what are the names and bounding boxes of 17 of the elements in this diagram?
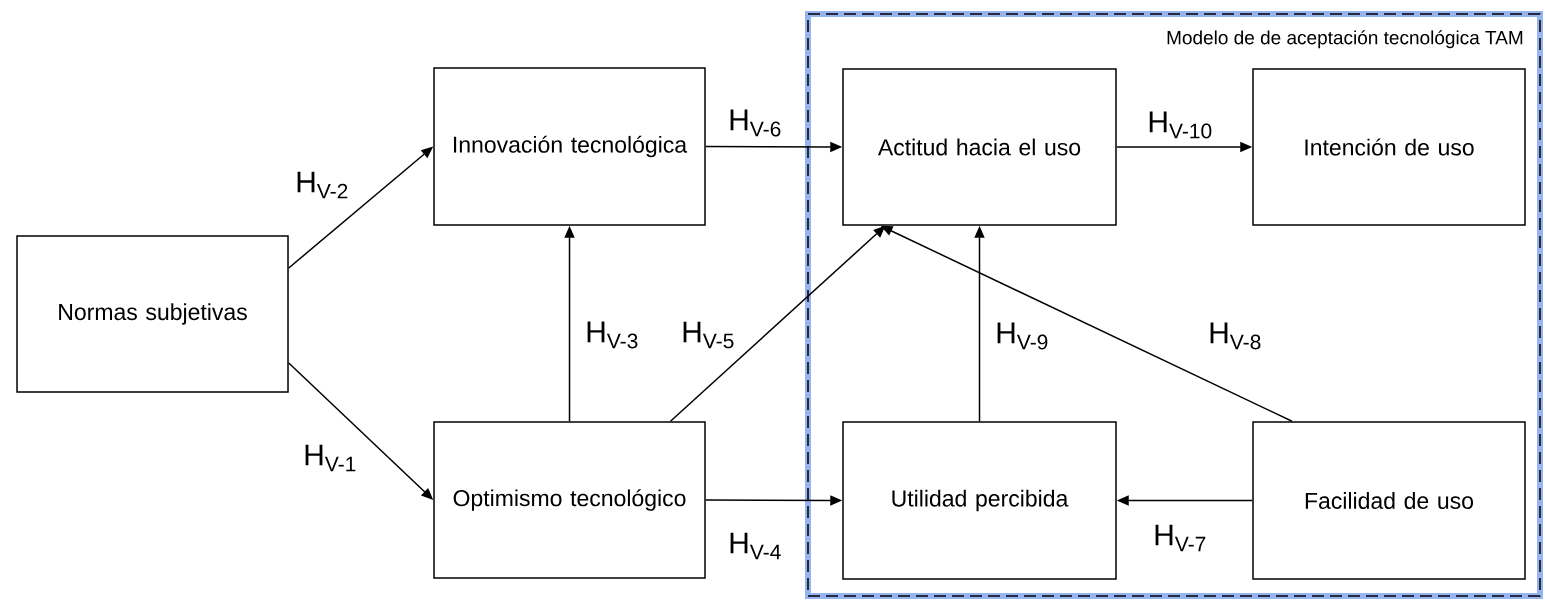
process-box: Innovación tecnológica	[433, 67, 706, 226]
process-box: Intención de uso	[1252, 68, 1526, 226]
edge-label: H$_{V-9}$	[997, 322, 1048, 350]
edge-label: H$_{V-10}$	[1149, 111, 1212, 139]
edge-label: H$_{V-8}$	[1210, 322, 1261, 350]
process-box: Facilidad de uso	[1252, 421, 1526, 580]
process-box: Actitud hacia el uso	[842, 68, 1117, 226]
edge-label: H$_{V-1}$	[305, 444, 356, 472]
edge-label: H$_{V-3}$	[587, 321, 638, 349]
edge-label: H$_{V-7}$	[1155, 524, 1206, 552]
process-box: Normas subjetivas	[16, 235, 289, 393]
process-box: Optimismo tecnológico	[433, 421, 706, 579]
edge-label: H$_{V-2}$	[297, 171, 348, 199]
edge-label: H$_{V-5}$	[683, 321, 734, 349]
process-box: Utilidad percibida	[842, 421, 1117, 580]
edge-label: H$_{V-4}$	[730, 532, 781, 560]
edge-label: H$_{V-6}$	[730, 109, 781, 137]
